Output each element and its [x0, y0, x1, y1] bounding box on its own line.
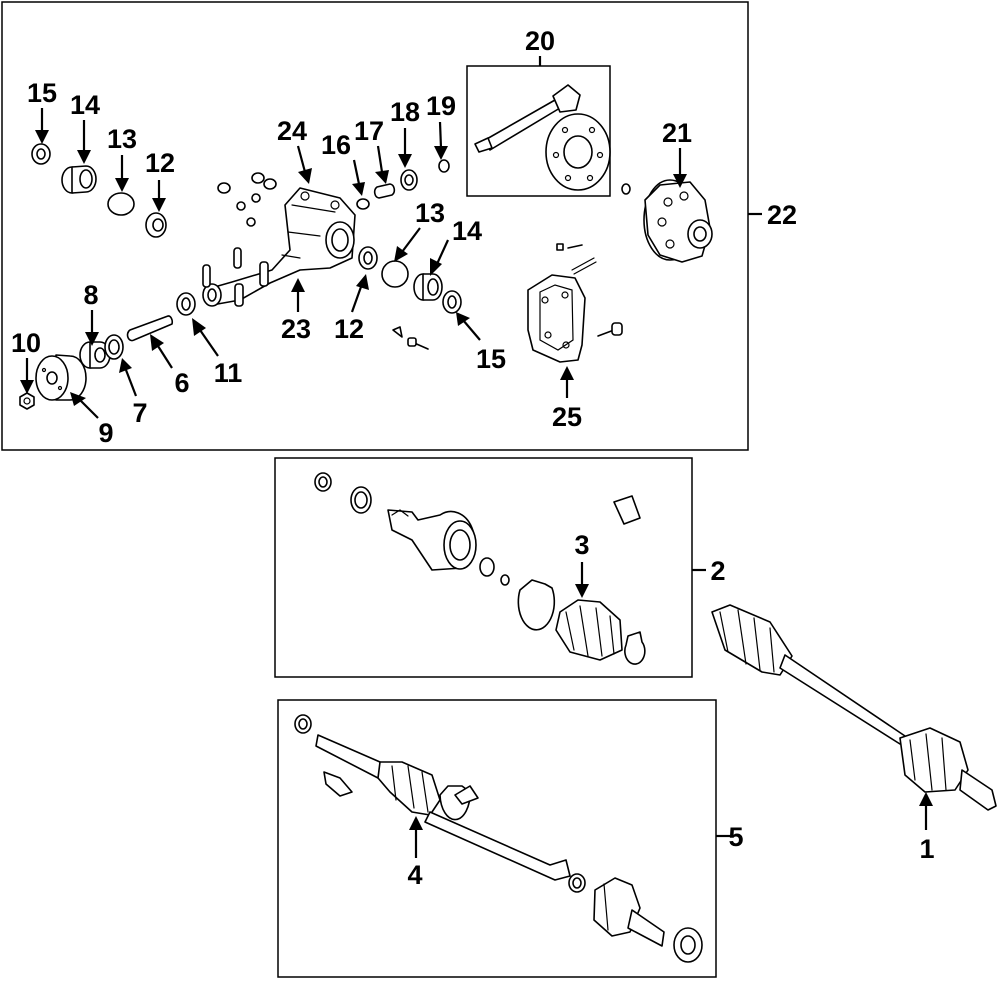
part-11-bearing: [176, 292, 196, 316]
boot-clamp-small: [624, 631, 646, 665]
part-7-bearing: [104, 334, 124, 360]
part-14-bearing: [61, 165, 97, 194]
callout-11: 11: [214, 358, 243, 388]
front-shaft-frame: [277, 699, 717, 978]
inner-joint-parts: [314, 472, 646, 665]
boot-band-front: [323, 771, 353, 797]
part-15-nut: [31, 143, 51, 165]
dowel-sleeves: [217, 172, 277, 227]
callout-25: 25: [552, 402, 582, 432]
callout-23: 23: [281, 314, 311, 344]
part-12-seal-right: [358, 246, 378, 270]
inner-joint-housing: [387, 509, 477, 571]
boot-clamp-large: [517, 579, 556, 631]
callout-3: 3: [574, 530, 589, 560]
part-23-differential-carrier: [202, 187, 356, 307]
inner-cv-joint: [593, 877, 665, 947]
callout-20: 20: [525, 26, 555, 56]
boot-band: [613, 495, 641, 525]
front-shaft-washer: [673, 927, 703, 963]
callout-13-left: 13: [107, 124, 137, 154]
callout-12-right: 12: [334, 314, 364, 344]
callout-21: 21: [662, 118, 692, 148]
callout-15-right: 15: [476, 344, 506, 374]
part-21-differential-case: [643, 179, 713, 263]
callout-24: 24: [277, 116, 307, 146]
callout-13-right: 13: [415, 198, 445, 228]
part-13-oring: [107, 192, 135, 216]
part-19-plug: [438, 159, 450, 173]
callout-22: 22: [767, 200, 797, 230]
part-16-washer: [356, 198, 370, 210]
callout-12-left: 12: [145, 148, 175, 178]
bolts: [392, 243, 623, 350]
outer-cv-boot: [377, 761, 441, 816]
part-3-boot: [555, 599, 623, 661]
part-6-spacer: [126, 315, 174, 342]
part-1-axle-shaft: [711, 604, 997, 811]
callout-14-right: 14: [452, 216, 482, 246]
studs: [202, 247, 269, 307]
callout-18: 18: [390, 97, 420, 127]
callout-15-left: 15: [27, 78, 57, 108]
callout-9: 9: [98, 418, 113, 448]
part-25-rear-cover: [527, 274, 586, 363]
callout-5: 5: [728, 822, 743, 852]
callout-10: 10: [11, 328, 41, 358]
callout-2: 2: [710, 556, 725, 586]
callout-7: 7: [132, 398, 147, 428]
callout-6: 6: [174, 368, 189, 398]
part-9-companion-flange: [35, 354, 87, 401]
part-20-ring-pinion-gear: [474, 84, 611, 191]
callout-16: 16: [321, 130, 351, 160]
callout-14-left: 14: [70, 90, 100, 120]
part-21-washer: [621, 183, 631, 195]
callout-1: 1: [919, 834, 934, 864]
callout-4: 4: [407, 860, 422, 890]
part-15-nut-right: [442, 290, 462, 314]
callout-labels: 15 14 13 12 24 16 17 18 19 20 21 22 13 1…: [11, 26, 935, 890]
callout-19: 19: [426, 91, 456, 121]
front-shaft-parts: [294, 714, 703, 963]
part-14-bearing-right: [413, 273, 443, 301]
part-17-pin: [373, 183, 396, 199]
leader-arrows: [20, 56, 933, 858]
part-12-seal: [145, 212, 167, 238]
differential-group-frame: [1, 1, 749, 451]
part-18-seal: [400, 169, 418, 191]
part-10-flange-nut: [19, 392, 35, 410]
part-13-oring-right: [381, 260, 409, 288]
callout-8: 8: [83, 280, 98, 310]
inner-joint-frame: [274, 457, 693, 678]
ring-pinion-frame: [466, 65, 611, 197]
callout-17: 17: [354, 116, 384, 146]
